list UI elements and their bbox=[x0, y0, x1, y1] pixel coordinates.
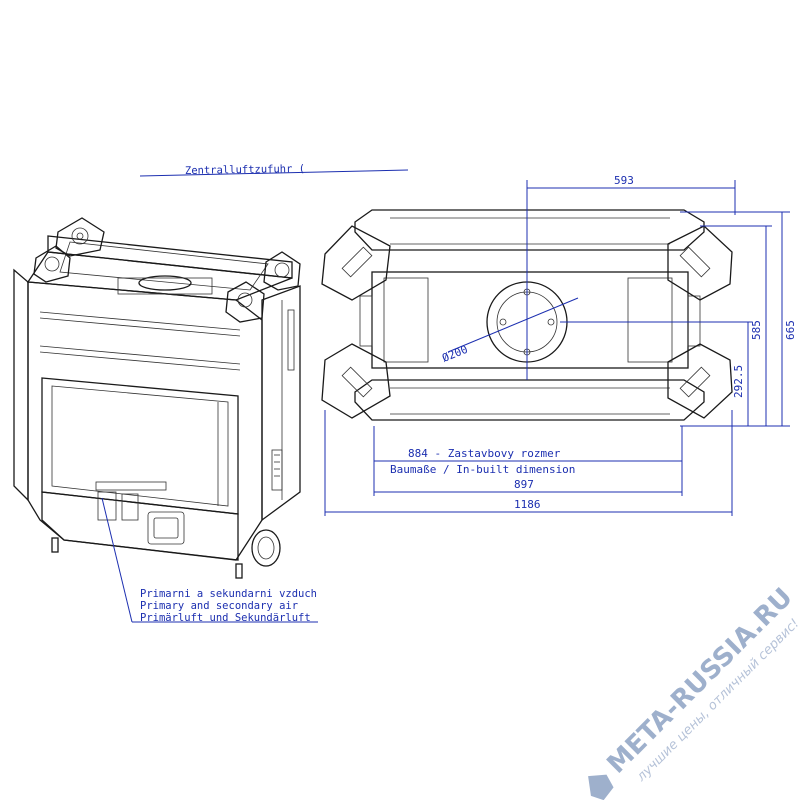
tv-bracket-bl bbox=[321, 343, 391, 419]
watermark: META-RUSSIA.RU лучшие цены, отличный сер… bbox=[588, 582, 800, 800]
top-note-text: Zentralluftzufuhr ( bbox=[185, 163, 305, 177]
air-label-de: Primärluft und Sekundärluft bbox=[140, 612, 311, 624]
tv-bracket-tl bbox=[321, 225, 391, 301]
tv-bracket-br bbox=[667, 343, 733, 419]
bracket-tl bbox=[55, 217, 105, 257]
dim-diameter: Ø200 bbox=[440, 343, 469, 365]
dim-884-text: 884 - Zastavbovy rozmer bbox=[408, 447, 561, 460]
dim-897: 897 bbox=[514, 478, 534, 491]
air-label-en: Primary and secondary air bbox=[140, 600, 298, 612]
top-view bbox=[321, 209, 733, 421]
dim-665: 665 bbox=[784, 320, 797, 340]
air-callout: Primarni a sekundarni vzduch Primary and… bbox=[101, 497, 318, 624]
tv-bracket-tr bbox=[667, 225, 733, 301]
top-callout: Zentralluftzufuhr ( bbox=[139, 163, 409, 177]
dim-593: 593 bbox=[614, 174, 634, 187]
dim-inbuilt-text: Baumaße / In-built dimension bbox=[390, 463, 575, 476]
bracket-ml bbox=[33, 245, 71, 283]
dim-292-5: 292.5 bbox=[732, 365, 745, 398]
dimension-lines: 593 665 585 292.5 Ø200 884 - Zastavbovy … bbox=[324, 174, 797, 516]
dim-1186: 1186 bbox=[514, 498, 541, 511]
front-view bbox=[13, 217, 301, 579]
bracket-tr bbox=[263, 251, 301, 291]
air-label-cz: Primarni a sekundarni vzduch bbox=[140, 588, 317, 600]
dim-585: 585 bbox=[750, 320, 763, 340]
watermark-logo-icon bbox=[588, 774, 614, 800]
watermark-brand: META-RUSSIA.RU bbox=[602, 582, 799, 779]
